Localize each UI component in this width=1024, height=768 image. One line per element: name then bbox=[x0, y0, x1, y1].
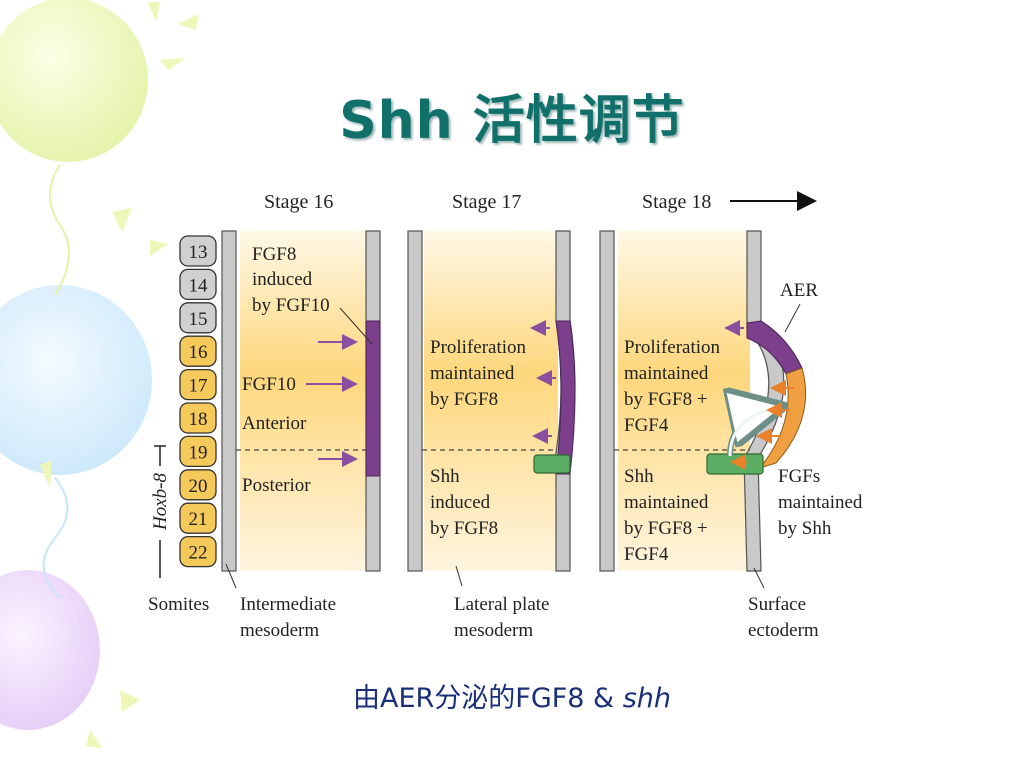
p3-fgfs-line1: FGFs bbox=[778, 466, 820, 487]
somite-label-20: 20 bbox=[189, 476, 208, 497]
label-intermediate-line1: Intermediate bbox=[240, 594, 336, 615]
p1-posterior: Posterior bbox=[242, 475, 311, 496]
fgf8-domain-stage16 bbox=[365, 320, 381, 477]
label-intermediate-line2: mesoderm bbox=[240, 620, 319, 641]
shh-domain-stage17 bbox=[533, 454, 571, 474]
stage-16-label: Stage 16 bbox=[264, 191, 333, 213]
p3-shh-line3: by FGF8 + bbox=[624, 518, 708, 539]
p3-shh-line1: Shh bbox=[624, 466, 654, 487]
somite-20 bbox=[179, 469, 217, 501]
p2-prolif-line1: Proliferation bbox=[430, 337, 527, 358]
somite-label-17: 17 bbox=[189, 376, 208, 397]
somite-22 bbox=[179, 535, 217, 568]
somite-19 bbox=[179, 435, 217, 468]
caption-gene: shh bbox=[622, 683, 671, 714]
somite-18 bbox=[179, 402, 217, 434]
intermediate-mesoderm-bar-3 bbox=[599, 230, 615, 572]
p1-fgf8-line3: by FGF10 bbox=[252, 295, 330, 316]
p2-shh-line1: Shh bbox=[430, 466, 460, 487]
somite-label-21: 21 bbox=[189, 509, 208, 530]
p2-prolif-line2: maintained bbox=[430, 363, 515, 384]
p3-fgfs-line3: by Shh bbox=[778, 518, 832, 539]
label-surface-line2: ectoderm bbox=[748, 620, 819, 641]
p2-prolif-line3: by FGF8 bbox=[430, 389, 498, 410]
p2-shh-line3: by FGF8 bbox=[430, 518, 498, 539]
blue-balloon bbox=[0, 285, 152, 475]
somite-label-15: 15 bbox=[189, 309, 208, 330]
yellow-balloon bbox=[0, 0, 148, 162]
panel-2-background bbox=[424, 231, 558, 571]
p2-shh-line2: induced bbox=[430, 492, 491, 513]
p3-aer: AER bbox=[780, 280, 818, 301]
p3-prolif-line3: by FGF8 + bbox=[624, 389, 708, 410]
p1-fgf10: FGF10 bbox=[242, 374, 296, 395]
somite-21 bbox=[179, 502, 217, 534]
p3-prolif-line4: FGF4 bbox=[624, 415, 669, 436]
label-somites: Somites bbox=[148, 594, 209, 615]
somite-label-19: 19 bbox=[189, 442, 208, 463]
limb-bud-diagram: Stage 16 Stage 17 Stage 18 1314151617181… bbox=[148, 191, 863, 641]
slide-title: Shh 活性调节 bbox=[339, 91, 685, 151]
label-lateral-line1: Lateral plate bbox=[454, 594, 549, 615]
p3-fgfs-line2: maintained bbox=[778, 492, 863, 513]
p1-fgf8-line2: induced bbox=[252, 269, 313, 290]
label-surface-line1: Surface bbox=[748, 594, 806, 615]
somite-label-18: 18 bbox=[189, 409, 208, 430]
somite-column: 13 14 15 16 17 18 19 20 21 22 bbox=[179, 235, 217, 568]
somite-13 bbox=[179, 235, 217, 267]
somite-label-13: 13 bbox=[189, 242, 208, 263]
stage-17-label: Stage 17 bbox=[452, 191, 521, 213]
p3-shh-line4: FGF4 bbox=[624, 544, 669, 565]
fgf8-domain-stage17 bbox=[555, 320, 576, 475]
somite-16 bbox=[179, 335, 217, 367]
p1-anterior: Anterior bbox=[242, 413, 307, 434]
intermediate-mesoderm-bar-1 bbox=[221, 230, 237, 572]
shh-domain-stage18 bbox=[706, 453, 764, 475]
caption-text: 由AER分泌的FGF8 & bbox=[353, 683, 623, 714]
somite-17 bbox=[179, 368, 217, 401]
purple-balloon bbox=[0, 570, 100, 730]
p1-fgf8-line1: FGF8 bbox=[252, 244, 296, 265]
panel-1-background bbox=[240, 231, 366, 571]
hoxb8-label: Hoxb-8 bbox=[150, 473, 171, 531]
intermediate-mesoderm-bar-2 bbox=[407, 230, 423, 572]
somite-label-22: 22 bbox=[189, 543, 208, 564]
somite-14 bbox=[179, 268, 217, 301]
somite-label-16: 16 bbox=[189, 342, 208, 363]
p3-prolif-line2: maintained bbox=[624, 363, 709, 384]
stage-18-label: Stage 18 bbox=[642, 191, 711, 213]
slide-caption: 由AER分泌的FGF8 & shh bbox=[0, 676, 1024, 715]
somite-15 bbox=[179, 302, 217, 334]
p3-prolif-line1: Proliferation bbox=[624, 337, 721, 358]
label-lateral-line2: mesoderm bbox=[454, 620, 533, 641]
somite-label-14: 14 bbox=[189, 275, 209, 296]
p3-shh-line2: maintained bbox=[624, 492, 709, 513]
